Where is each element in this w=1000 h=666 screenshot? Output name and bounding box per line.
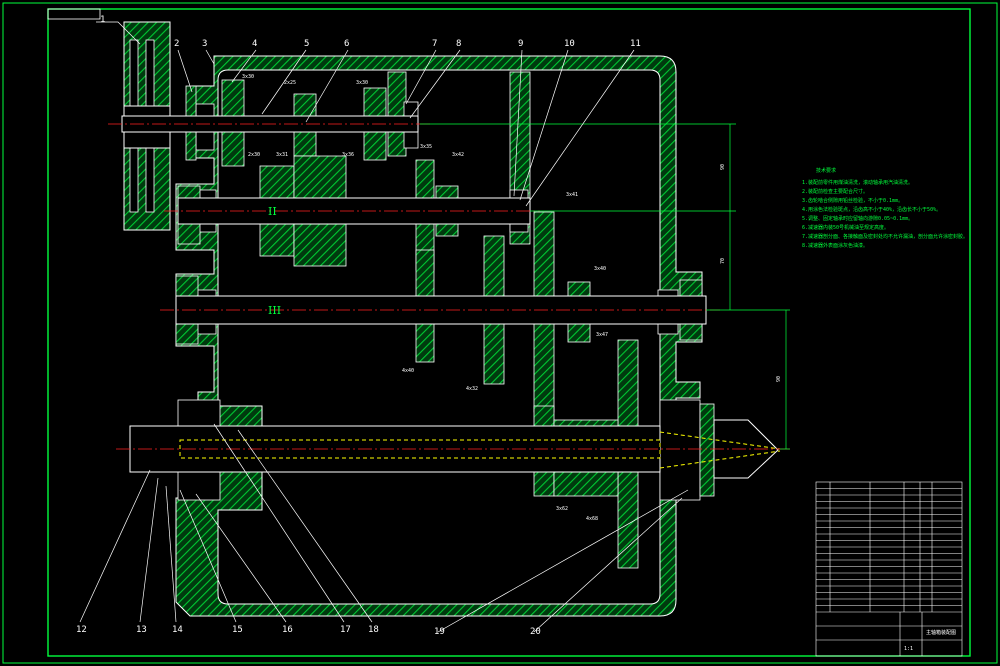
sheet-border-inner [47,8,971,657]
leader-19 [437,489,689,633]
shafts [121,115,781,479]
leader-7 [405,49,437,105]
bearing-spindle-right [659,399,701,501]
balloon-18: 18 [368,625,379,635]
leader-17 [213,423,345,623]
shaft-3-label: III [268,304,281,317]
note-line-1: 1.装配前零件用煤油清洗，滚动轴承用汽油清洗。 [802,179,913,186]
technical-notes: 1.装配前零件用煤油清洗，滚动轴承用汽油清洗。 2.装配前检查主要配合尺寸。 3.齿… [802,179,968,249]
title-block-frame [815,481,963,657]
balloon-7: 7 [432,39,437,49]
gear-label-1: 3x30 [242,74,254,80]
balloon-14: 14 [172,625,183,635]
leader-10 [519,49,569,201]
balloon-6: 6 [344,39,349,49]
gear-label-10: 3x40 [594,266,606,272]
gear-label-8: 3x42 [452,152,464,158]
gear-label-15: 4x68 [586,516,598,522]
balloon-16: 16 [282,625,293,635]
balloon-11: 11 [630,39,641,49]
leader-5 [261,49,307,115]
leader-13 [139,477,159,623]
gear-label-3: 3x30 [356,80,368,86]
leader-12 [79,469,151,623]
leader-2 [177,49,193,93]
note-line-4: 4.用涂色法检验斑点，沿齿高不小于40%，沿齿长不小于50%。 [802,206,941,213]
shaft-2-label: II [268,205,277,218]
drawing-title: 主轴箱装配图 [926,629,956,636]
leader-1 [96,21,141,45]
balloon-5: 5 [304,39,309,49]
dimension-lines [420,123,790,450]
drawing-scale: 1:1 [904,646,913,652]
bearing-pocket-top [387,71,407,157]
leader-lines [79,21,689,633]
note-line-3: 3.齿轮啮合侧隙用铅丝检验，不小于0.1mm。 [802,197,903,204]
leader-6 [305,49,349,123]
balloon-17: 17 [340,625,351,635]
dimension-2: 70 [720,258,726,264]
balloon-19: 19 [434,627,445,637]
centerlines [108,123,790,450]
gear-tooth-labels: 3x30 2x25 3x30 2x30 3x31 3x36 3x35 3x42 3x41 3x40… [242,74,608,522]
note-line-7: 7.减速器剖分面、各接触面及密封处均不允许漏油，剖分面允许涂密封胶。 [802,233,968,240]
dimension-1: 90 [720,164,726,170]
gear-label-14: 3x62 [556,506,568,512]
balloon-20: 20 [530,627,541,637]
gear-label-11: 4x40 [402,368,414,374]
balloon-15: 15 [232,625,243,635]
gear-label-13: 3x47 [596,332,608,338]
notes-title: 技术要求 [816,167,836,174]
balloon-13: 13 [136,625,147,635]
note-line-6: 6.减速器内装50号机械油至规定高度。 [802,224,889,231]
leader-11 [525,49,635,207]
leader-20 [533,497,683,633]
note-line-2: 2.装配前检查主要配合尺寸。 [802,188,868,195]
leader-16 [195,493,287,623]
housing-inner [217,69,661,605]
gear-label-6: 3x36 [342,152,354,158]
balloon-4: 4 [252,39,257,49]
leader-15 [179,489,237,623]
gear-label-9: 3x41 [566,192,578,198]
balloon-1: 1 [100,15,105,25]
gear-label-2: 2x25 [284,80,296,86]
spindle-taper-top [659,431,781,450]
title-block-rows [816,488,962,606]
spindle-taper-bottom [659,450,781,469]
gear-label-12: 4x32 [466,386,478,392]
note-line-5: 5.调整、固定轴承时应留轴向游隙0.05~0.1mm。 [802,215,913,222]
housing [175,55,703,617]
balloon-2: 2 [174,39,179,49]
corner-tab [47,8,101,20]
balloon-10: 10 [564,39,575,49]
leader-18 [237,429,373,623]
gear-label-5: 3x31 [276,152,288,158]
cover-spindle-right [699,403,715,497]
leader-4 [231,49,257,83]
balloon-3: 3 [202,39,207,49]
note-line-8: 8.减速器外表面涂灰色油漆。 [802,242,868,249]
balloon-9: 9 [518,39,523,49]
title-block [815,481,963,657]
leader-8 [409,49,461,119]
leader-9 [513,49,523,197]
dimension-3: 90 [776,376,782,382]
leader-3 [205,49,215,65]
leader-14 [165,485,177,623]
gear-label-7: 3x35 [420,144,432,150]
balloon-12: 12 [76,625,87,635]
gear-label-4: 2x30 [248,152,260,158]
balloon-8: 8 [456,39,461,49]
